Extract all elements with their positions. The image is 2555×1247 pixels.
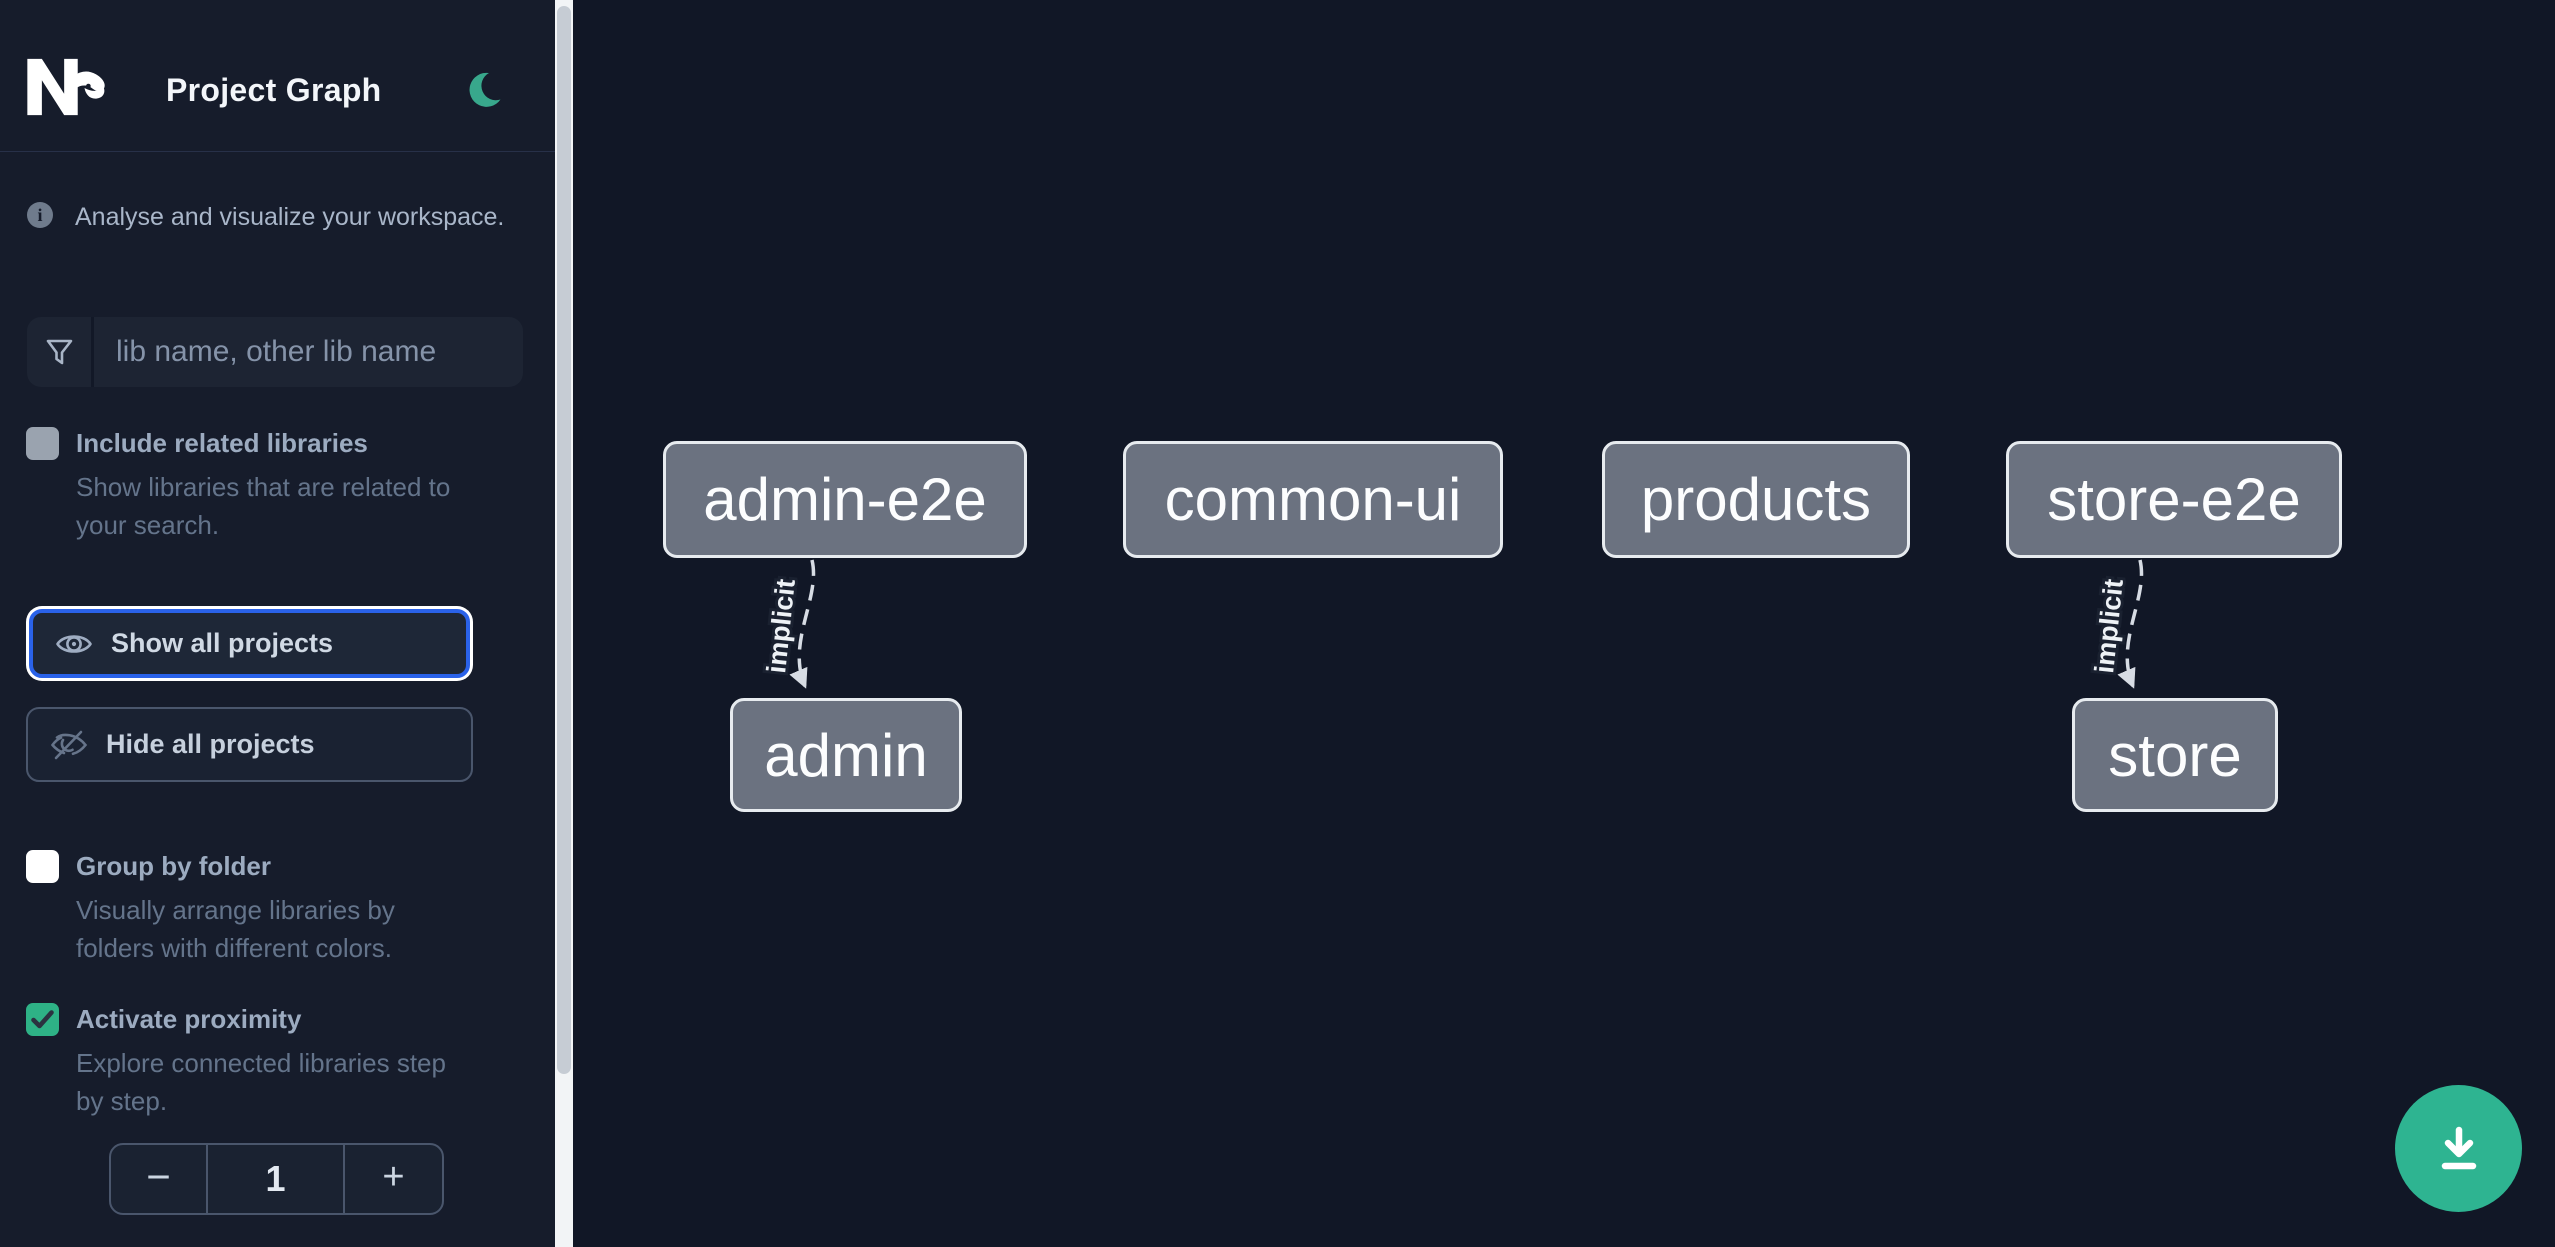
description-line: Show libraries that are related to (76, 472, 451, 502)
option-label: Include related libraries (76, 428, 368, 458)
sidebar-header: Project Graph (0, 0, 555, 152)
edge-label: implicit (2089, 577, 2129, 674)
option-description: Show libraries that are related to your … (76, 468, 516, 544)
search-input[interactable] (94, 317, 523, 387)
nx-logo-icon (27, 58, 105, 116)
edge-admin-e2e-admin (789, 559, 816, 689)
proximity-depth-stepper: − 1 + (109, 1143, 444, 1215)
project-node-products[interactable]: products (1602, 441, 1910, 558)
filter-funnel-icon (46, 339, 72, 364)
description-line: your search. (76, 510, 220, 540)
button-label: Show all projects (111, 628, 334, 658)
option-group-by-folder: Group by folder Visually arrange librari… (26, 849, 526, 967)
project-graph-canvas[interactable]: implicit implicit admin-e2e common-ui pr… (573, 0, 2555, 1247)
option-include-related: Include related libraries Show libraries… (26, 426, 526, 544)
search-filter-box (27, 317, 523, 387)
option-description: Explore connected libraries step by step… (76, 1044, 516, 1120)
show-all-projects-button[interactable]: Show all projects (29, 609, 470, 678)
group-by-folder-checkbox[interactable] (26, 850, 59, 883)
description-line: Explore connected libraries step (76, 1048, 446, 1078)
page-title: Project Graph (166, 72, 382, 108)
eye-icon (56, 634, 92, 653)
theme-toggle-button[interactable] (456, 64, 508, 116)
option-text: Group by folder Visually arrange librari… (76, 849, 516, 967)
project-node-store-e2e[interactable]: store-e2e (2006, 441, 2342, 558)
button-label: Hide all projects (106, 729, 315, 759)
option-label: Activate proximity (76, 1004, 302, 1034)
sidebar-scrollbar-thumb[interactable] (557, 6, 571, 1074)
option-description: Visually arrange libraries by folders wi… (76, 891, 516, 967)
description-line: Visually arrange libraries by (76, 895, 395, 925)
decrement-button[interactable]: − (111, 1145, 206, 1213)
moon-icon (469, 72, 501, 107)
option-activate-proximity: Activate proximity Explore connected lib… (26, 1002, 526, 1120)
checkmark-icon (31, 1010, 54, 1029)
proximity-depth-value[interactable]: 1 (206, 1145, 345, 1213)
option-text: Include related libraries Show libraries… (76, 426, 516, 544)
include-related-checkbox[interactable] (26, 427, 59, 460)
project-node-common-ui[interactable]: common-ui (1123, 441, 1503, 558)
tagline-text: Analyse and visualize your workspace. (75, 203, 505, 231)
edge-label: implicit (761, 577, 801, 674)
dependency-edges: implicit implicit (758, 559, 2144, 689)
option-label: Group by folder (76, 851, 271, 881)
filter-icon-segment (27, 317, 94, 387)
info-icon: i (27, 202, 53, 228)
option-text: Activate proximity Explore connected lib… (76, 1002, 516, 1120)
eye-off-icon (51, 730, 88, 759)
description-line: folders with different colors. (76, 933, 392, 963)
project-node-admin-e2e[interactable]: admin-e2e (663, 441, 1027, 558)
project-node-admin[interactable]: admin (730, 698, 962, 812)
workspace-info-row: i Analyse and visualize your workspace. (27, 202, 527, 232)
description-line: by step. (76, 1086, 168, 1116)
activate-proximity-checkbox[interactable] (26, 1003, 59, 1036)
increment-button[interactable]: + (345, 1145, 442, 1213)
project-node-store[interactable]: store (2072, 698, 2278, 812)
sidebar-scrollbar-track (555, 0, 573, 1247)
sidebar: Project Graph i Analyse and visualize yo… (0, 0, 573, 1247)
download-image-button[interactable] (2395, 1085, 2522, 1212)
edge-store-e2e-store (2117, 559, 2144, 689)
download-icon (2441, 1126, 2476, 1169)
hide-all-projects-button[interactable]: Hide all projects (26, 707, 473, 782)
